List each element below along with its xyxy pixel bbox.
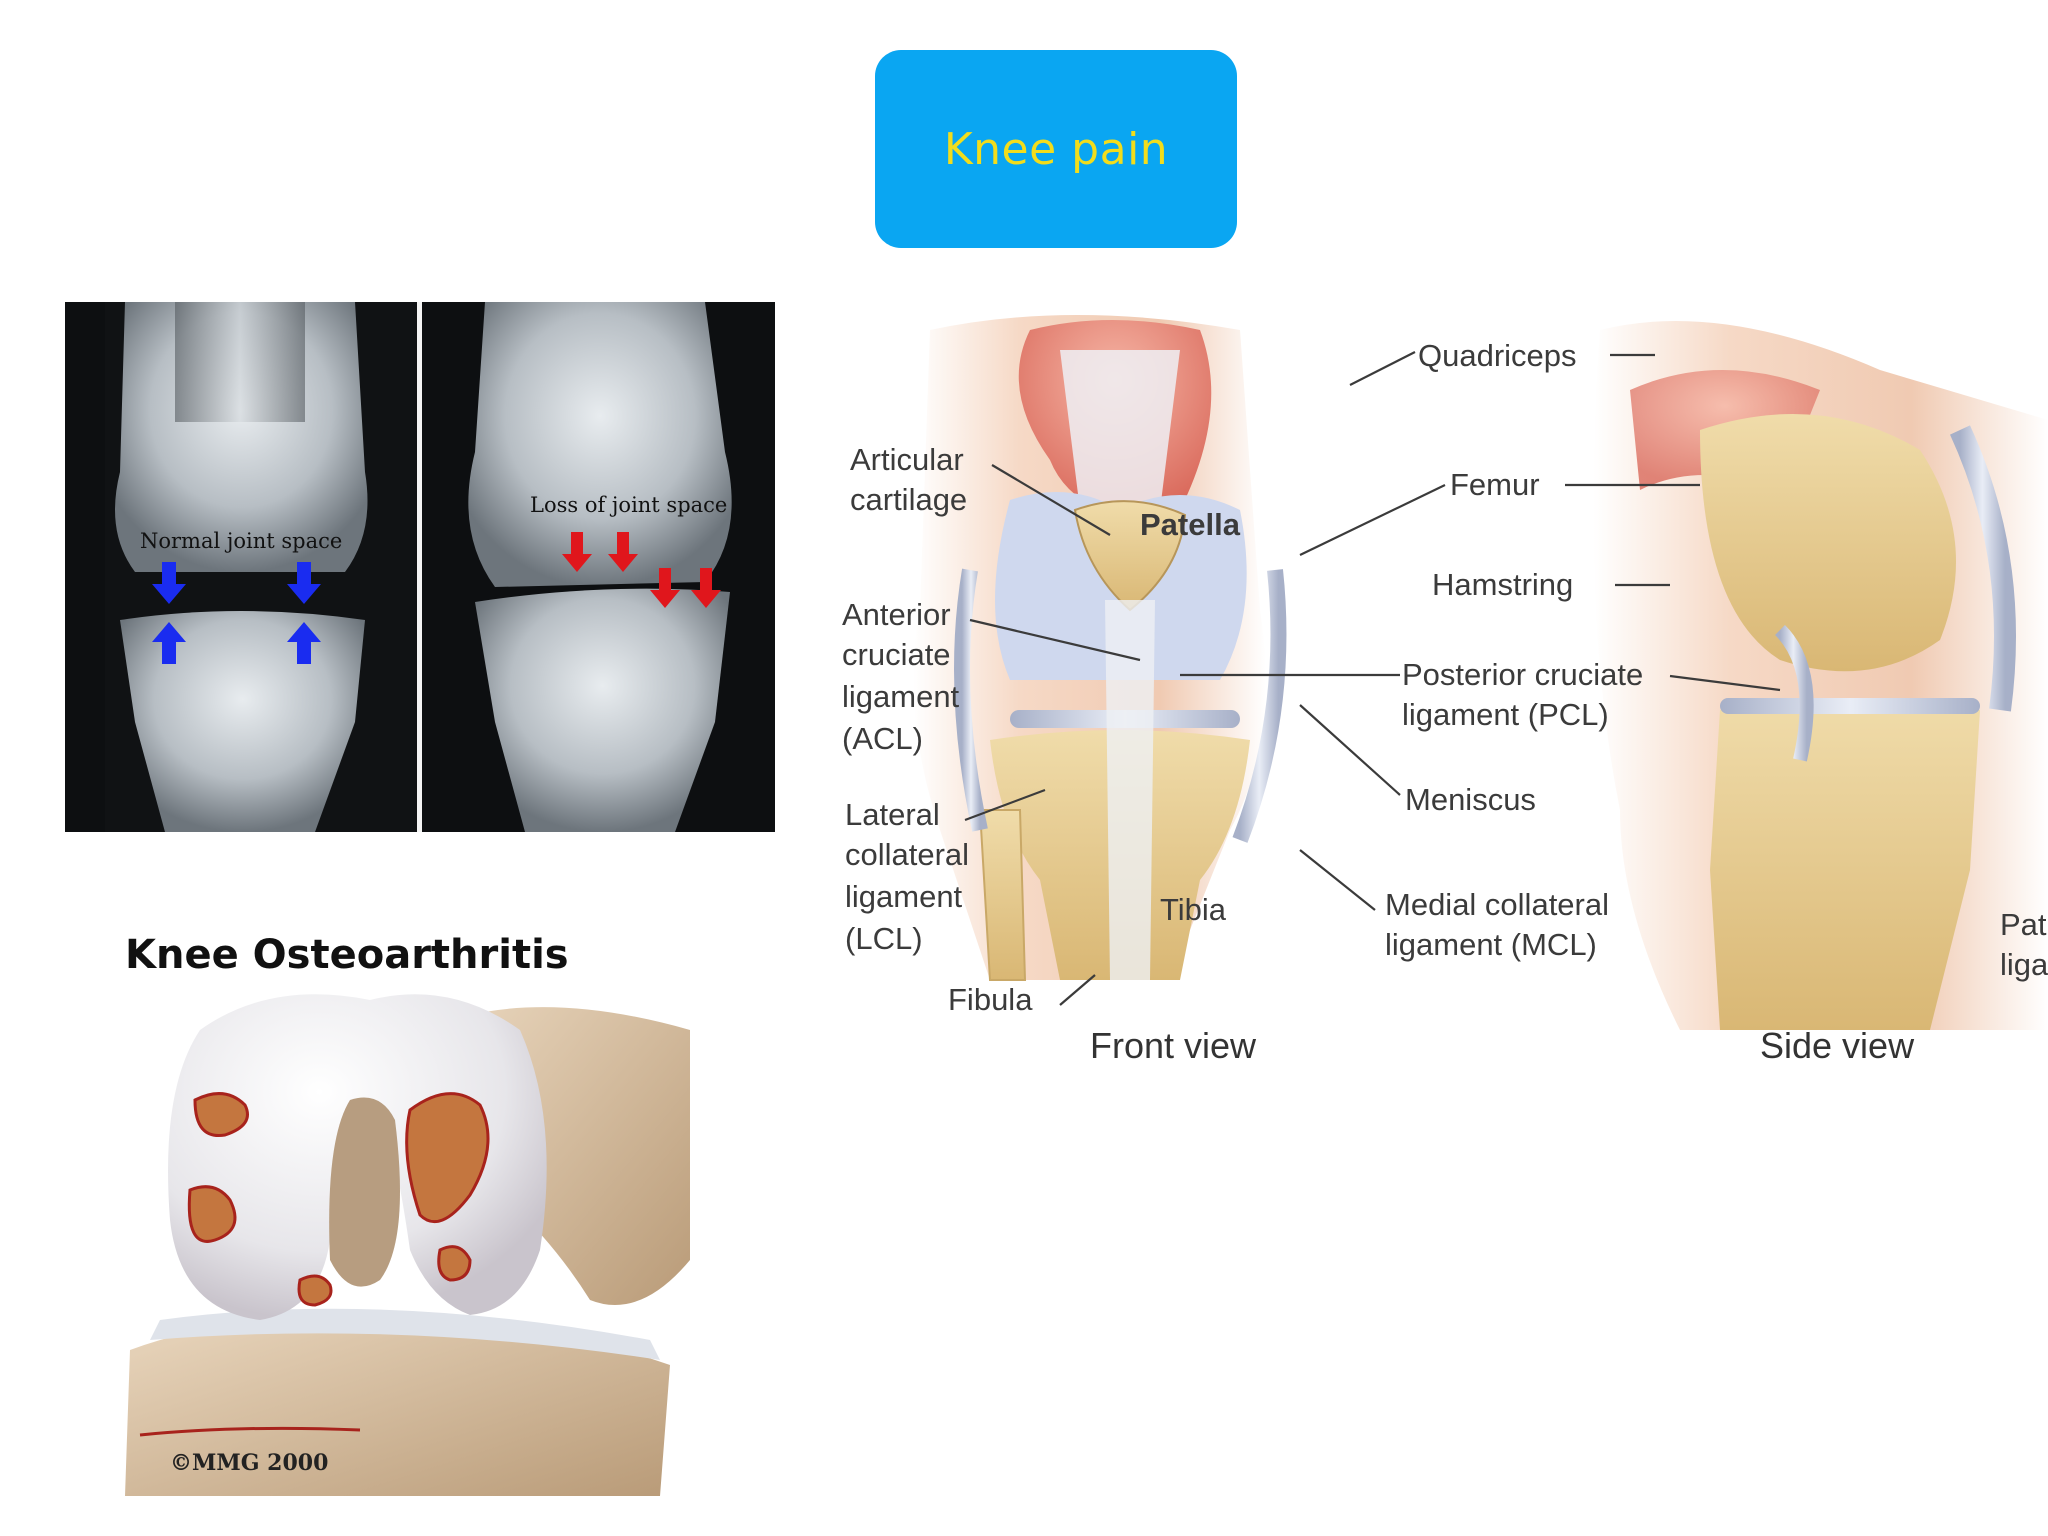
xray-comparison-image: Normal joint space Loss of joint space [65, 302, 775, 832]
label-lcl-line4: (LCL) [845, 921, 923, 956]
label-mcl-line2: ligament (MCL) [1385, 927, 1597, 962]
caption-front-view: Front view [1090, 1025, 1257, 1066]
label-patellar-ligament-cut-line2: liga [2000, 947, 2048, 982]
label-lcl-line1: Lateral [845, 797, 940, 832]
label-lcl-line2: collateral [845, 837, 969, 872]
label-articular-cartilage-line1: Articular [850, 442, 964, 477]
label-femur: Femur [1450, 467, 1540, 502]
osteoarthritis-title: Knee Osteoarthritis [125, 932, 569, 978]
label-pcl-line1: Posterior cruciate [1402, 657, 1643, 692]
label-quadriceps: Quadriceps [1418, 338, 1577, 373]
slide-title: Knee pain [943, 123, 1169, 175]
loss-joint-space-label: Loss of joint space [530, 493, 727, 517]
caption-side-view: Side view [1760, 1025, 1915, 1066]
label-acl-line2: cruciate [842, 637, 951, 672]
label-patella: Patella [1140, 507, 1241, 542]
copyright-text: ©MMG 2000 [170, 1450, 328, 1476]
title-button[interactable]: Knee pain [875, 50, 1237, 248]
label-acl-line4: (ACL) [842, 721, 923, 756]
label-acl-line1: Anterior [842, 597, 951, 632]
knee-osteoarthritis-illustration: Knee Osteoarthritis ©MMG 2000 [120, 920, 690, 1496]
label-lcl-line3: ligament [845, 879, 963, 914]
label-acl-line3: ligament [842, 679, 960, 714]
label-pcl-line2: ligament (PCL) [1402, 697, 1609, 732]
loss-joint-arrows [562, 532, 721, 608]
label-patellar-ligament-cut-line1: Pat [2000, 907, 2047, 942]
knee-anatomy-diagram: Quadriceps Articular cartilage Femur Pat… [820, 310, 2048, 1110]
normal-joint-space-label: Normal joint space [140, 529, 342, 553]
label-meniscus: Meniscus [1405, 782, 1536, 817]
label-fibula: Fibula [948, 982, 1033, 1017]
label-tibia: Tibia [1160, 892, 1227, 927]
label-mcl-line1: Medial collateral [1385, 887, 1609, 922]
label-articular-cartilage-line2: cartilage [850, 482, 967, 517]
normal-joint-arrows [152, 562, 321, 664]
label-hamstring: Hamstring [1432, 567, 1573, 602]
